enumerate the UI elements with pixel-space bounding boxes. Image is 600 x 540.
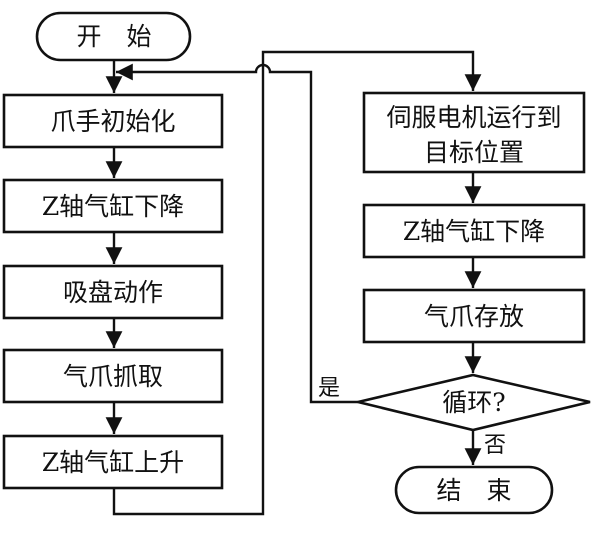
decision-diamond [357,373,591,432]
z-down-2-box [362,203,586,259]
suction-box [2,264,224,320]
edge-label-no: 否 [484,433,506,458]
end-node: 结 束 [394,465,554,515]
servo-box [362,91,586,174]
grab-node: 气爪抓取 [2,348,224,404]
edge-decision-yes-to-init [116,63,358,404]
start-label: 开 始 [76,22,151,51]
init-label: 爪手初始化 [50,107,175,136]
edge-z-up-to-servo [112,50,482,516]
edge-label-yes: 是 [318,376,340,401]
z-up-box [2,434,224,490]
z-up-label: Z轴气缸上升 [42,448,184,477]
z-down-1-box [2,178,224,234]
store-node: 气爪存放 [362,288,586,344]
init-box [2,93,224,149]
z-down-2-label: Z轴气缸下降 [403,217,545,246]
init-node: 爪手初始化 [2,93,224,149]
z-up-node: Z轴气缸上升 [2,434,224,490]
store-label: 气爪存放 [424,302,524,331]
loop-decision-node: 循环? [357,373,591,432]
z-down-2-node: Z轴气缸下降 [362,203,586,259]
start-terminator-shape [35,11,192,62]
end-label: 结 束 [436,476,511,505]
store-box [362,288,586,344]
end-terminator-shape [394,465,554,515]
servo-label-line1: 伺服电机运行到 [386,103,561,132]
servo-label-line2: 目标位置 [424,138,524,167]
grab-box [2,348,224,404]
z-down-1-label: Z轴气缸下降 [42,192,184,221]
grab-label: 气爪抓取 [63,362,163,391]
start-node: 开 始 [35,11,192,62]
decision-label: 循环? [442,388,505,417]
servo-node: 伺服电机运行到 目标位置 [362,91,586,174]
z-down-1-node: Z轴气缸下降 [2,178,224,234]
suction-node: 吸盘动作 [2,264,224,320]
suction-label: 吸盘动作 [63,278,163,307]
